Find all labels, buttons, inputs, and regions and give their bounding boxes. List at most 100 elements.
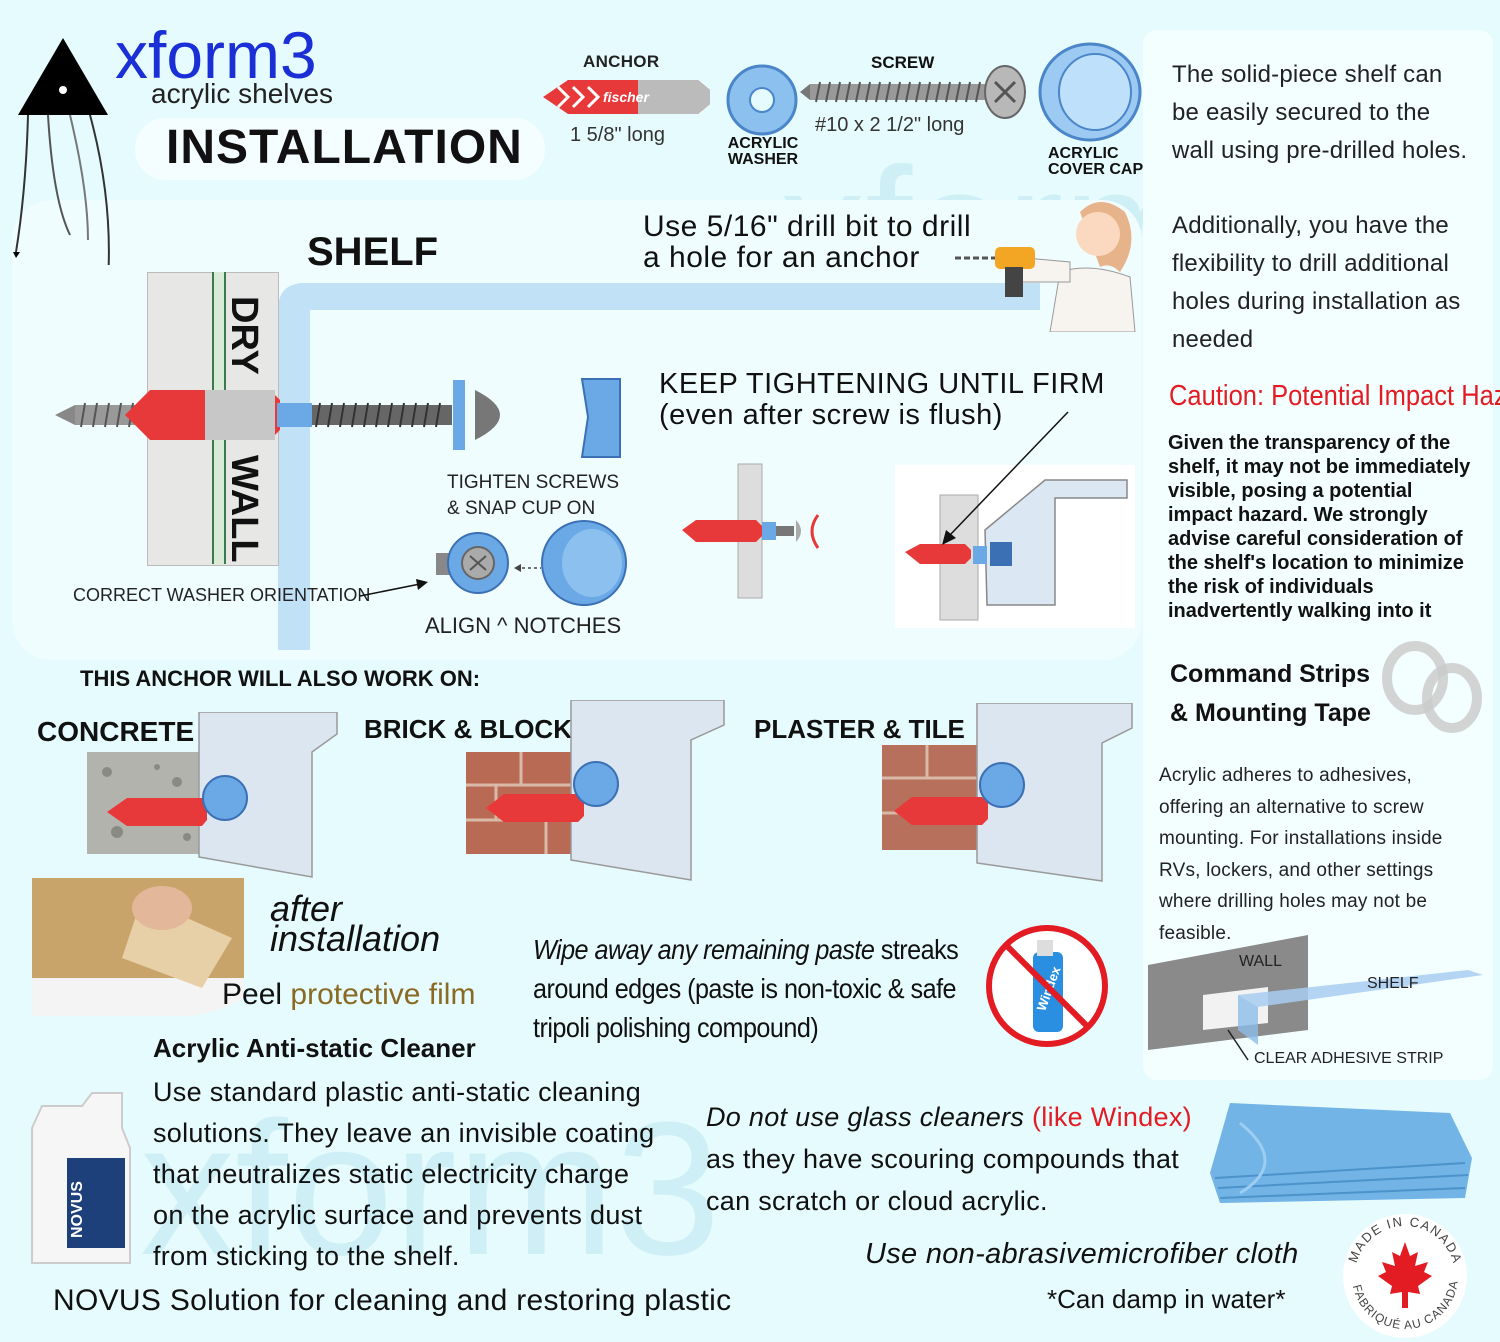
caution-line-4: impact hazard. We strongly — [1168, 504, 1428, 526]
washer-orientation-label: CORRECT WASHER ORIENTATION — [73, 585, 371, 605]
tighten-instruction: TIGHTEN SCREWS & SNAP CUP ON — [447, 470, 619, 522]
screw-icon — [800, 65, 1026, 119]
caution-line-2: shelf, it may not be immediately — [1168, 456, 1471, 478]
washer-label: ACRYLIC WASHER — [726, 136, 800, 168]
made-in-canada-badge-icon: MADE IN CANADA FABRIQUÉ AU CANADA — [1343, 1214, 1467, 1338]
installation-label: installation — [270, 918, 441, 959]
adhesive-description: Acrylic adheres to adhesives, offering a… — [1159, 760, 1443, 949]
paste-instruction: Wipe away any remaining paste streaks ar… — [533, 930, 959, 1047]
anchor-icon: fischer — [543, 80, 710, 114]
anchor-size: 1 5/8" long — [570, 124, 665, 146]
adhesive-wall-label: WALL — [1239, 953, 1282, 970]
keep-tightening-instruction: KEEP TIGHTENING UNTIL FIRM (even after s… — [659, 369, 1105, 431]
screw-label: SCREW — [871, 53, 935, 72]
paste-line-2: around edges (paste is non-toxic & safe — [533, 973, 957, 1004]
adhesive-line-5: where drilling holes may not be — [1159, 891, 1428, 912]
caution-line-1: Given the transparency of the — [1168, 432, 1451, 454]
keep-line-1: KEEP TIGHTENING UNTIL FIRM — [659, 368, 1105, 400]
anchor-label: ANCHOR — [583, 52, 660, 71]
brand-name: xform3 — [115, 18, 317, 92]
cleaner-title: Acrylic Anti-static Cleaner — [153, 1033, 476, 1063]
cloth-line-1: Use non-abrasivemicrofiber cloth — [865, 1238, 1299, 1270]
surface-concrete-label: CONCRETE — [37, 716, 195, 747]
command-strips-line-1: Command Strips — [1170, 660, 1371, 688]
title-pill — [135, 118, 545, 180]
caution-description: Given the transparency of the shelf, it … — [1168, 431, 1470, 623]
adhesive-line-2: offering an alternative to screw — [1159, 796, 1424, 818]
caution-line-3: visible, posing a potential — [1168, 480, 1413, 502]
cover-cap-label-2: COVER CAP — [1048, 161, 1144, 178]
shelf-label: SHELF — [307, 230, 439, 274]
mounting-tape-icon — [1382, 641, 1482, 733]
cover-cap-side-icon — [580, 378, 621, 458]
after-label: after — [270, 888, 343, 929]
screw-size: #10 x 2 1/2" long — [815, 114, 965, 136]
protective-film-text: protective film — [290, 978, 476, 1011]
wall-label: WALL — [223, 455, 265, 563]
acrylic-washer-icon — [726, 64, 798, 136]
glass-line-3: can scratch or cloud acrylic. — [706, 1186, 1048, 1216]
anchor-logo-text: fischer — [603, 89, 650, 105]
cleaner-line-2: solutions. They leave an invisible coati… — [153, 1118, 655, 1148]
person-drilling-icon — [955, 202, 1136, 332]
glass-line-1-windex: (like Windex) — [1031, 1102, 1192, 1132]
concrete-mount-icon — [87, 712, 338, 878]
tighten-line-2: & SNAP CUP ON — [447, 498, 596, 519]
surfaces-heading: THIS ANCHOR WILL ALSO WORK ON: — [80, 666, 481, 691]
adhesive-line-1: Acrylic adheres to adhesives, — [1159, 765, 1412, 786]
keep-line-2: (even after screw is flush) — [659, 399, 1003, 431]
cover-cap-label-1: ACRYLIC — [1048, 145, 1119, 162]
anchor-screw-assembly-icon — [55, 380, 500, 450]
acrylic-cover-cap-icon — [1038, 42, 1142, 142]
dry-label: DRY — [223, 296, 265, 375]
paste-line-1-rest: streaks — [874, 934, 959, 965]
caution-line-5: advise careful consideration of — [1168, 528, 1463, 550]
novus-solution-text: NOVUS Solution for cleaning and restorin… — [53, 1284, 732, 1317]
right-p2-line-2: flexibility to drill additional — [1172, 250, 1449, 277]
novus-bottle-text: NOVUS — [69, 1181, 86, 1238]
right-p1-line-2: be easily secured to the — [1172, 99, 1431, 126]
adhesive-line-6: feasible. — [1159, 922, 1232, 944]
peel-film-photo-icon — [32, 878, 244, 1016]
align-notches-label: ALIGN ^ NOTCHES — [425, 613, 622, 638]
cleaner-line-4: on the acrylic surface and prevents dust — [153, 1200, 643, 1230]
drill-line-2: a hole for an anchor — [643, 241, 920, 274]
cleaner-line-5: from sticking to the shelf. — [153, 1241, 460, 1271]
surface-brick-label: BRICK & BLOCK — [364, 714, 572, 744]
glass-line-1: Do not use glass cleaners — [706, 1102, 1032, 1132]
command-strips-line-2: & Mounting Tape — [1170, 699, 1371, 727]
washer-label-1: ACRYLIC — [727, 135, 799, 152]
no-windex-icon: Windex — [986, 925, 1108, 1047]
tighten-line-1: TIGHTEN SCREWS — [447, 472, 620, 493]
adhesive-shelf-label: SHELF — [1367, 975, 1419, 992]
drill-line-1: Use 5/16" drill bit to drill — [643, 210, 972, 243]
clear-adhesive-strip-label: CLEAR ADHESIVE STRIP — [1254, 1050, 1444, 1067]
caution-line-7: the risk of individuals — [1168, 576, 1374, 598]
glass-line-2: as they have scouring compounds that — [706, 1144, 1180, 1174]
xform3-logo-icon — [13, 38, 110, 265]
brand-subtitle: acrylic shelves — [151, 78, 334, 109]
pre-drilled-info: The solid-piece shelf can be easily secu… — [1172, 56, 1467, 170]
right-p1-line-1: The solid-piece shelf can — [1172, 61, 1443, 88]
washer-label-2: WASHER — [727, 151, 799, 168]
step-insert-screw-icon — [682, 463, 820, 599]
command-strips-heading: Command Strips & Mounting Tape — [1170, 655, 1371, 733]
right-p2-line-4: needed — [1172, 326, 1254, 353]
adhesive-line-3: mounting. For installations inside — [1159, 828, 1443, 849]
right-p2-line-1: Additionally, you have the — [1172, 212, 1449, 239]
adhesive-strip-diagram-icon — [1148, 935, 1483, 1061]
brick-mount-icon — [466, 700, 725, 881]
caution-line-8: inadvertently walking into it — [1168, 600, 1432, 622]
cloth-line-2: *Can damp in water* — [1047, 1284, 1286, 1314]
cleaner-description: Use standard plastic anti-static cleanin… — [153, 1072, 654, 1277]
novus-bottle-icon: NOVUS — [31, 1092, 131, 1264]
cleaner-line-3: that neutralizes static electricity char… — [153, 1159, 630, 1189]
drill-instruction: Use 5/16" drill bit to drill a hole for … — [643, 211, 971, 273]
cover-cap-label: ACRYLIC COVER CAP — [1048, 146, 1143, 178]
right-p2-line-3: holes during installation as — [1172, 288, 1461, 315]
after-installation-label: after installation — [270, 888, 441, 959]
paste-line-1-italic: Wipe away any remaining paste — [533, 934, 875, 965]
caution-line-6: the shelf's location to minimize — [1168, 552, 1464, 574]
microfiber-cloth-icon — [1210, 1103, 1472, 1203]
